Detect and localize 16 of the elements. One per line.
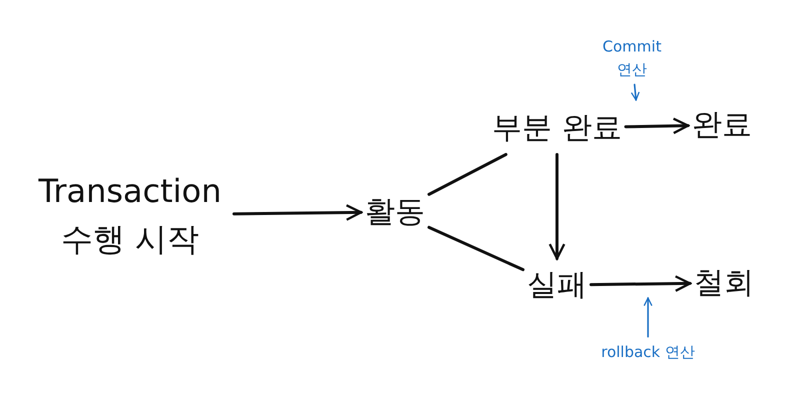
arrow [232,204,362,221]
arrow [644,297,652,338]
arrow [630,84,640,101]
operation-label: Commit 연산 [597,36,667,80]
arrow [624,118,690,134]
state-label: 완료 [692,102,752,148]
state-label: 부분 완료 [492,106,622,150]
connector-line [428,153,508,196]
connector-line [428,226,524,272]
state-label: 실패 [527,262,587,308]
state-label: Transaction 수행 시작 [30,167,230,263]
arrow [548,153,566,260]
arrow [590,275,692,292]
operation-label: rollback 연산 [593,340,703,364]
state-label: 철회 [694,260,754,306]
state-label: 활동 [365,190,425,234]
